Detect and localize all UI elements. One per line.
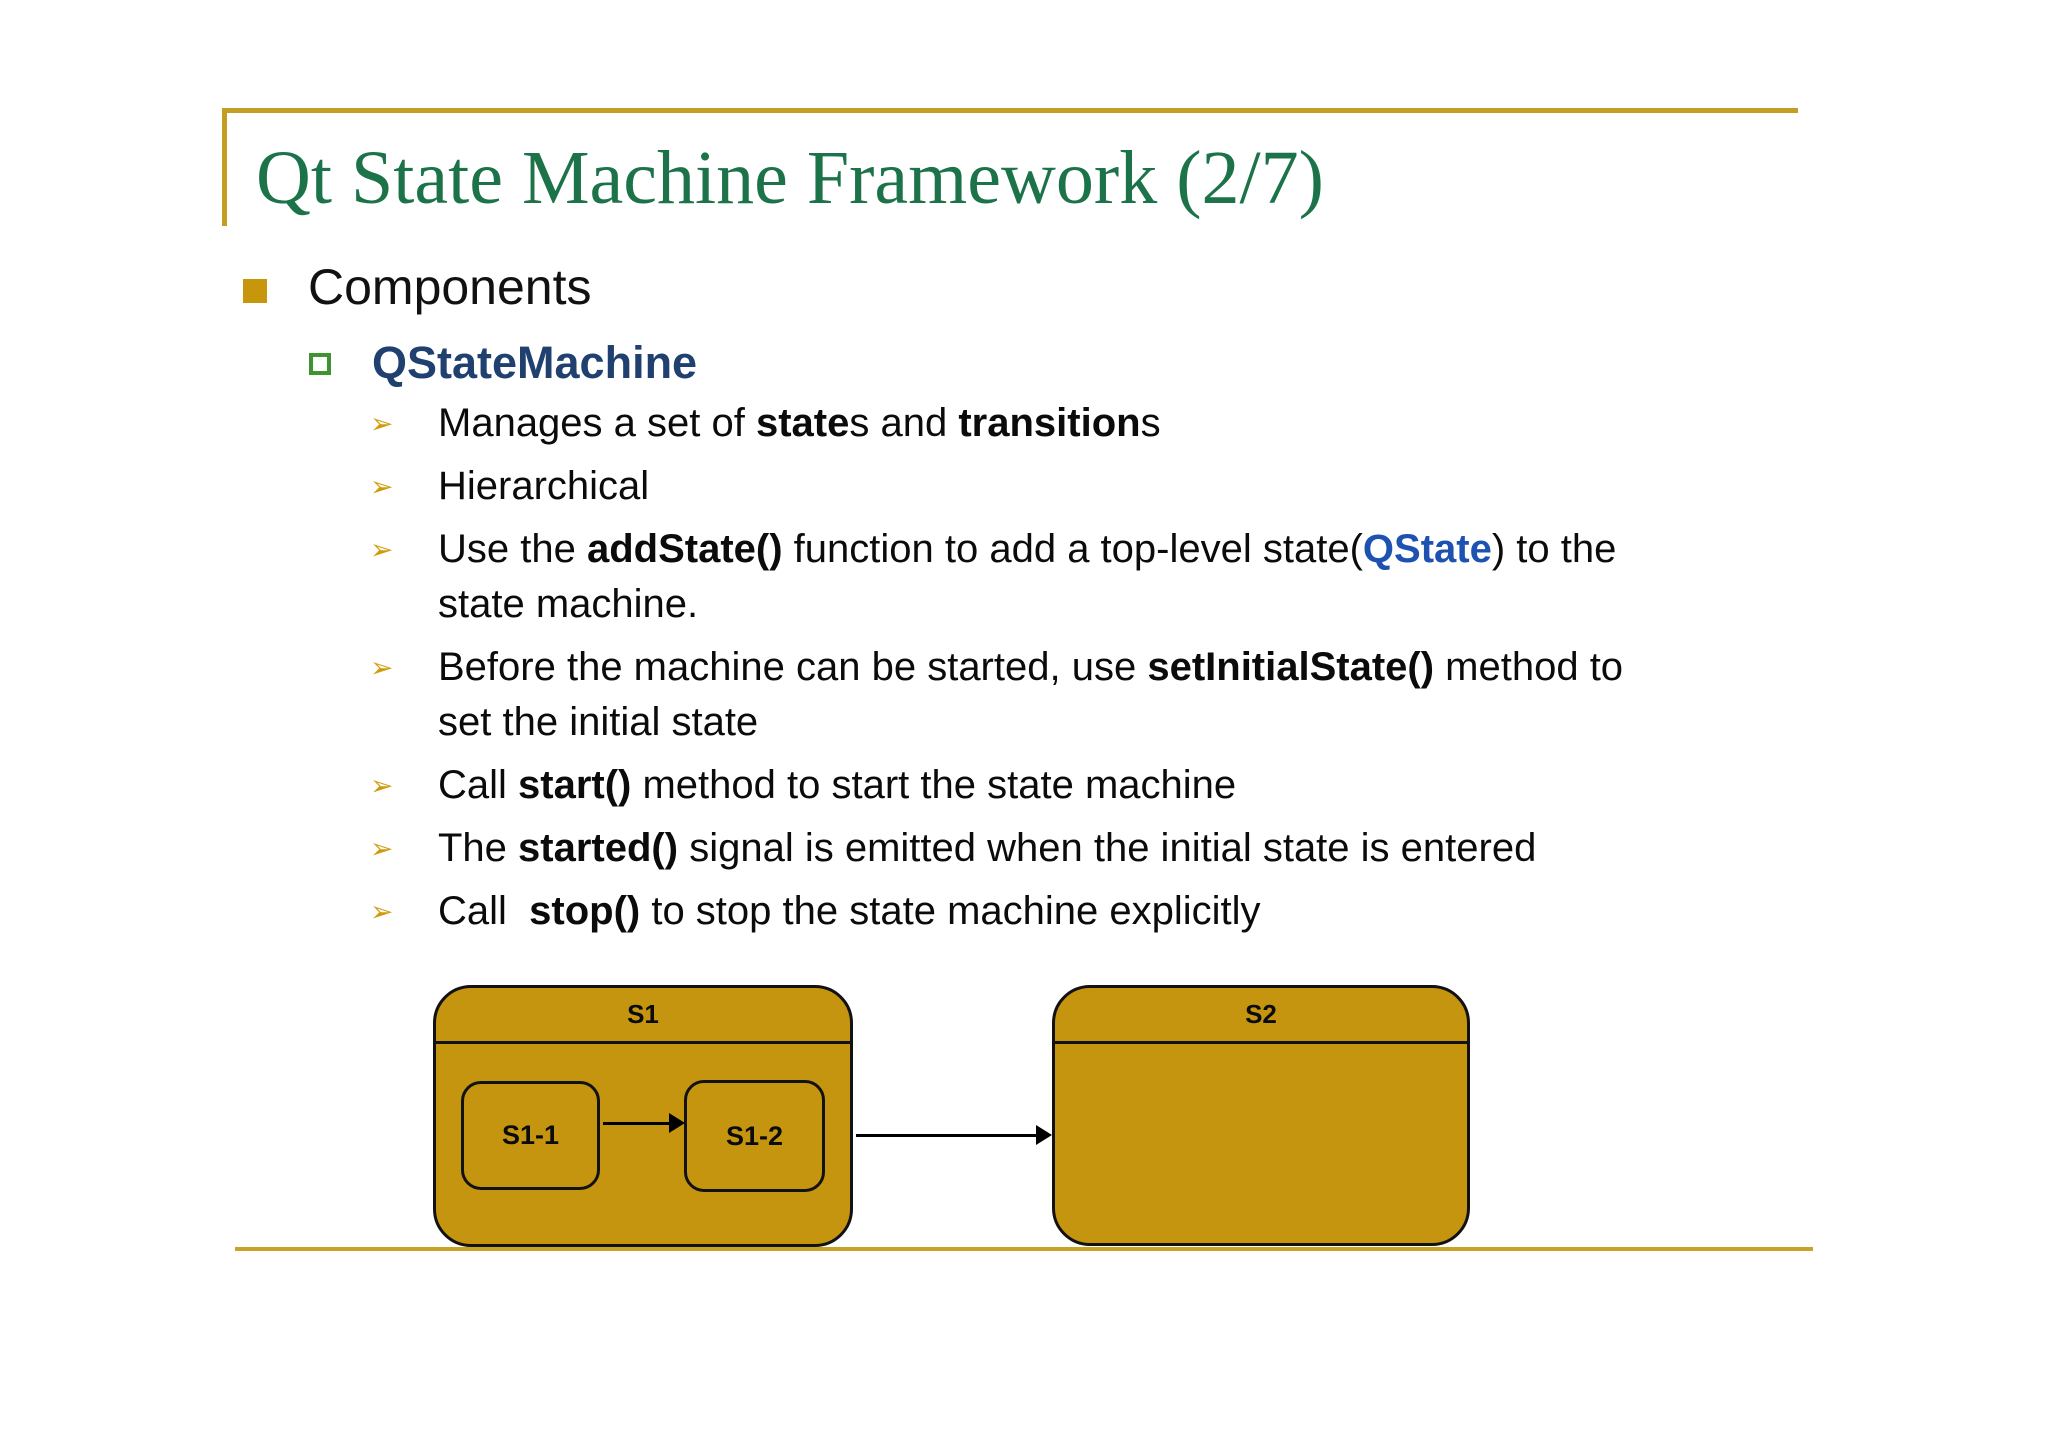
bullet-text: Before the machine can be started, use s… xyxy=(438,640,1623,750)
state-s2: S2 xyxy=(1052,985,1470,1246)
transition-arrow-s11-to-s12-line xyxy=(603,1122,671,1125)
bullet-line: state machine. xyxy=(438,577,1616,632)
square-bullet-icon xyxy=(243,279,267,303)
text-segment: addState() xyxy=(586,527,783,571)
bullet-line: Manages a set of states and transitions xyxy=(438,396,1161,451)
text-segment: ) to the xyxy=(1491,527,1617,571)
bullet-line: The started() signal is emitted when the… xyxy=(438,821,1536,876)
state-s1-2: S1-2 xyxy=(684,1080,825,1192)
title-top-rule xyxy=(222,108,1798,113)
text-segment: set the initial state xyxy=(438,700,759,744)
bullet-item: ➢ Call start() method to start the state … xyxy=(368,758,1623,813)
section-heading: Components xyxy=(308,259,592,315)
state-s1-label: S1 xyxy=(627,999,659,1029)
bullet-text: Call start() method to start the state m… xyxy=(438,758,1236,813)
bullet-line: Hierarchical xyxy=(438,459,649,514)
arrow-bullet-icon: ➢ xyxy=(370,471,394,502)
bullet-line: Call stop() to stop the state machine ex… xyxy=(438,884,1261,939)
bullet-item: ➢ The started() signal is emitted when th… xyxy=(368,821,1623,876)
title-left-rule xyxy=(222,108,227,226)
state-s2-label: S2 xyxy=(1245,999,1277,1029)
transition-arrow-s11-to-s12-head xyxy=(669,1113,685,1133)
text-segment: Manages a set of xyxy=(438,401,756,445)
bullet-item: ➢ Hierarchical xyxy=(368,459,1623,514)
bullet-item: ➢ Manages a set of states and transitions xyxy=(368,396,1623,451)
transition-arrow-s1-to-s2-head xyxy=(1036,1125,1052,1145)
bullet-list: ➢Manages a set of states and transitions… xyxy=(368,396,1623,947)
arrow-bullet-icon: ➢ xyxy=(370,534,394,565)
text-segment: QState xyxy=(1362,527,1492,571)
text-segment: function to add a top-level state( xyxy=(782,527,1363,571)
arrow-bullet-icon: ➢ xyxy=(370,770,394,801)
state-s1-1-label: S1-1 xyxy=(501,1120,560,1150)
text-segment: Call xyxy=(438,889,530,933)
hollow-square-bullet-icon xyxy=(309,353,331,375)
text-segment: Before the machine can be started, use xyxy=(438,645,1148,689)
text-segment: state xyxy=(755,401,850,445)
state-s1-1: S1-1 xyxy=(461,1081,600,1190)
text-segment: started() xyxy=(518,826,679,870)
bottom-rule xyxy=(235,1247,1813,1251)
text-segment: The xyxy=(438,826,519,870)
text-segment: Use the xyxy=(438,527,587,571)
bullet-line: Before the machine can be started, use s… xyxy=(438,640,1623,695)
bullet-item: ➢ Call stop() to stop the state machine e… xyxy=(368,884,1623,939)
subsection-heading: QStateMachine xyxy=(372,337,698,388)
text-segment: method to start the state machine xyxy=(631,763,1237,807)
arrow-bullet-icon: ➢ xyxy=(370,408,394,439)
bullet-text: The started() signal is emitted when the… xyxy=(438,821,1536,876)
state-s2-title-band: S2 xyxy=(1055,988,1467,1044)
text-segment: Call xyxy=(438,763,519,807)
page-title: Qt State Machine Framework (2/7) xyxy=(256,136,1324,220)
text-segment: start() xyxy=(518,763,632,807)
transition-arrow-s1-to-s2-line xyxy=(856,1134,1038,1137)
bullet-item: ➢ Use the addState() function to add a to… xyxy=(368,522,1623,632)
text-segment: transition xyxy=(958,401,1141,445)
text-segment: to stop the state machine explicitly xyxy=(640,889,1261,933)
bullet-line: Use the addState() function to add a top… xyxy=(438,522,1616,577)
bullet-line: set the initial state xyxy=(438,695,1623,750)
text-segment: method to xyxy=(1434,645,1624,689)
text-segment: s xyxy=(1140,401,1161,445)
bullet-text: Manages a set of states and transitions xyxy=(438,396,1161,451)
state-s1-2-label: S1-2 xyxy=(725,1121,784,1151)
arrow-bullet-icon: ➢ xyxy=(370,833,394,864)
bullet-item: ➢ Before the machine can be started, use … xyxy=(368,640,1623,750)
text-segment: Hierarchical xyxy=(438,464,650,508)
bullet-text: Hierarchical xyxy=(438,459,649,514)
bullet-text: Call stop() to stop the state machine ex… xyxy=(438,884,1261,939)
arrow-bullet-icon: ➢ xyxy=(370,896,394,927)
bullet-line: Call start() method to start the state m… xyxy=(438,758,1236,813)
text-segment: s and xyxy=(849,401,959,445)
text-segment: signal is emitted when the initial state… xyxy=(678,826,1537,870)
state-s1-title-band: S1 xyxy=(436,988,850,1044)
text-segment: setInitialState() xyxy=(1147,645,1435,689)
text-segment: stop() xyxy=(529,889,641,933)
arrow-bullet-icon: ➢ xyxy=(370,652,394,683)
text-segment: state machine. xyxy=(438,582,699,626)
bullet-text: Use the addState() function to add a top… xyxy=(438,522,1616,632)
